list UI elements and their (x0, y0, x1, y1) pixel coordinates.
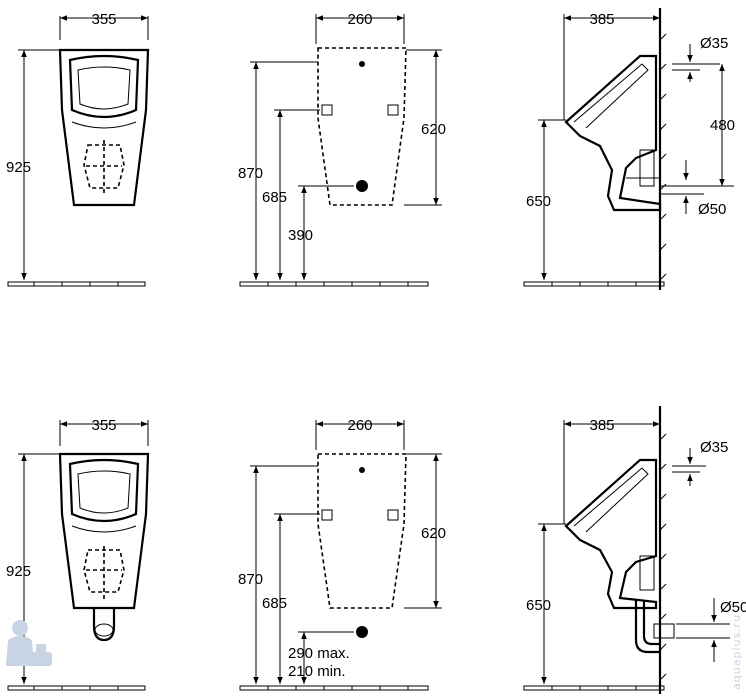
dimension-height-upper: 620 (421, 525, 446, 542)
side-view-top: 385 Ø35 480 Ø50 650 (526, 8, 735, 290)
dimension-height-low: 390 (288, 227, 313, 244)
dimension-width: 355 (91, 417, 116, 434)
dimension-height-mid: 685 (262, 595, 287, 612)
dimension-diameter-inlet: Ø35 (700, 439, 728, 456)
back-view-bottom: 260 870 685 290 max. 210 min. 620 (238, 417, 446, 684)
dimension-width: 260 (347, 417, 372, 434)
dimension-rim-height: 650 (526, 193, 551, 210)
dimension-height-total: 870 (238, 571, 263, 588)
floor-line (7, 685, 665, 691)
front-view-top: 355 925 (6, 11, 150, 280)
dimension-height: 925 (6, 159, 31, 176)
front-view-bottom: 355 925 (6, 417, 150, 684)
dimension-drain-min: 210 min. (288, 663, 346, 680)
dimension-diameter-outlet: Ø50 (720, 599, 746, 616)
dimension-height: 925 (6, 563, 31, 580)
dimension-depth: 385 (589, 11, 614, 28)
dimension-diameter-outlet: Ø50 (698, 201, 726, 218)
side-view-bottom: 385 Ø35 Ø50 650 (526, 406, 746, 694)
dimension-inlet-drop: 480 (710, 117, 735, 134)
dimension-width: 355 (91, 11, 116, 28)
dimension-height-mid: 685 (262, 189, 287, 206)
dimension-drain-max: 290 max. (288, 645, 350, 662)
dimension-rim-height: 650 (526, 597, 551, 614)
back-view-top: 260 870 685 390 620 (238, 11, 446, 280)
watermark-text: aquaplus.ru (730, 614, 743, 690)
dimension-height-upper: 620 (421, 121, 446, 138)
dimension-diameter-inlet: Ø35 (700, 35, 728, 52)
plumber-logo-icon (6, 620, 52, 666)
dimension-height-total: 870 (238, 165, 263, 182)
watermark: aquaplus.ru (6, 614, 743, 690)
floor-line (7, 281, 665, 287)
dimension-width: 260 (347, 11, 372, 28)
dimension-depth: 385 (589, 417, 614, 434)
